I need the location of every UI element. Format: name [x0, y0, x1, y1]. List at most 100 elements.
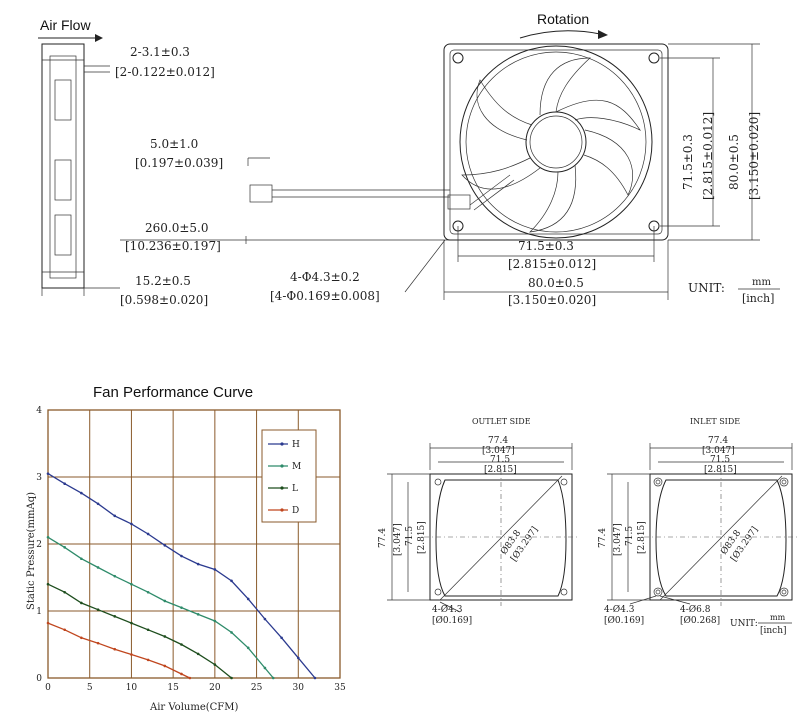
svg-text:[2.815]: [2.815]: [637, 521, 647, 554]
outlet-title: OUTLET SIDE: [472, 417, 531, 426]
svg-text:[2.815]: [2.815]: [417, 521, 427, 554]
x-tick-label: 35: [334, 683, 346, 693]
svg-text:71.5: 71.5: [625, 526, 635, 546]
series-point-H: [163, 544, 167, 547]
svg-text:77.4: 77.4: [598, 528, 608, 548]
svg-text:[0.197±0.039]: [0.197±0.039]: [135, 156, 223, 170]
svg-text:[3.047]: [3.047]: [613, 523, 623, 556]
inlet-title: INLET SIDE: [690, 417, 740, 426]
chart-series: [46, 472, 317, 680]
svg-text:71.5: 71.5: [405, 526, 415, 546]
series-point-H: [296, 656, 300, 660]
svg-text:4-Ø4.3: 4-Ø4.3: [604, 604, 635, 615]
series-point-H: [113, 514, 117, 518]
series-point-D: [46, 621, 50, 625]
legend-label-H: H: [292, 440, 300, 450]
outlet-side-view: OUTLET SIDE 77.4 [3.047] 71.5 [2.815] Ø8…: [378, 417, 578, 626]
svg-text:2-3.1±0.3: 2-3.1±0.3: [130, 45, 190, 59]
x-tick-label: 25: [251, 683, 263, 693]
x-tick-label: 20: [209, 683, 221, 693]
series-point-L: [213, 663, 217, 666]
series-point-H: [196, 562, 200, 566]
legend-marker-L: [280, 486, 284, 490]
svg-text:[10.236±0.197]: [10.236±0.197]: [125, 239, 221, 253]
svg-text:UNIT:: UNIT:: [688, 281, 725, 295]
svg-text:71.5: 71.5: [490, 455, 510, 465]
series-point-D: [180, 672, 183, 676]
svg-text:[2.815±0.012]: [2.815±0.012]: [508, 257, 596, 271]
x-tick-label: 10: [126, 683, 138, 693]
series-point-M: [271, 676, 275, 680]
legend-box: [261, 429, 317, 523]
series-point-M: [180, 606, 183, 609]
x-tick-label: 0: [45, 683, 51, 693]
legend-label-D: D: [292, 506, 299, 516]
chart-grid: [47, 409, 341, 679]
series-point-H: [180, 554, 183, 558]
y-tick-label: 4: [36, 406, 42, 416]
series-point-M: [113, 574, 117, 578]
series-point-L: [146, 628, 150, 632]
series-point-M: [163, 599, 167, 603]
x-tick-label: 5: [87, 683, 93, 693]
dim-d6: 71.5±0.3 [2.815±0.012]: [457, 226, 655, 271]
series-point-D: [96, 641, 100, 645]
series-point-H: [130, 522, 133, 526]
dim-d7: 80.0±0.5 [3.150±0.020]: [443, 240, 669, 307]
series-point-H: [263, 617, 267, 621]
series-point-M: [96, 566, 100, 569]
svg-text:15.2±0.5: 15.2±0.5: [135, 274, 191, 288]
series-point-H: [46, 472, 50, 475]
svg-text:[3.047]: [3.047]: [393, 523, 403, 556]
series-point-D: [163, 664, 167, 668]
svg-text:4-Ø6.8: 4-Ø6.8: [680, 604, 711, 615]
svg-text:[3.047]: [3.047]: [702, 446, 735, 456]
series-point-D: [130, 653, 133, 656]
svg-text:[4-Φ0.169±0.008]: [4-Φ0.169±0.008]: [270, 289, 380, 303]
svg-text:mm: mm: [770, 613, 786, 622]
fan-front-view: Rotation: [443, 11, 669, 241]
series-point-L: [163, 635, 167, 638]
series-point-M: [130, 582, 133, 586]
svg-text:[3.150±0.020]: [3.150±0.020]: [508, 293, 596, 307]
series-point-L: [230, 676, 233, 680]
svg-text:[Ø0.268]: [Ø0.268]: [680, 615, 720, 626]
chart-xlabel: Air Volume(CFM): [149, 702, 238, 713]
series-point-L: [113, 615, 117, 618]
dim-d5: 4-Φ4.3±0.2 [4-Φ0.169±0.008]: [270, 270, 380, 303]
airflow-arrow-icon: [95, 34, 103, 42]
legend-label-M: M: [292, 462, 301, 472]
series-point-H: [80, 491, 83, 495]
series-point-M: [263, 666, 267, 670]
svg-text:260.0±5.0: 260.0±5.0: [145, 221, 209, 235]
svg-text:[2.815]: [2.815]: [704, 465, 737, 475]
svg-text:[3.047]: [3.047]: [482, 446, 515, 456]
series-point-H: [63, 482, 66, 486]
series-point-M: [46, 536, 50, 539]
series-point-M: [213, 619, 217, 623]
series-point-M: [63, 546, 66, 549]
side-view: Air Flow: [38, 17, 120, 296]
series-point-D: [80, 636, 83, 640]
series-point-L: [96, 608, 100, 611]
svg-text:71.5±0.3: 71.5±0.3: [681, 134, 695, 190]
svg-text:mm: mm: [752, 277, 771, 288]
svg-text:77.4: 77.4: [708, 436, 728, 446]
svg-text:[inch]: [inch]: [760, 626, 787, 636]
series-point-M: [246, 646, 250, 650]
rotation-arrow-icon: [598, 30, 608, 39]
svg-text:[0.598±0.020]: [0.598±0.020]: [120, 293, 208, 307]
svg-text:4-Φ4.3±0.2: 4-Φ4.3±0.2: [290, 270, 360, 284]
svg-text:4-Ø4.3: 4-Ø4.3: [432, 604, 463, 615]
series-point-M: [146, 590, 150, 594]
series-point-D: [146, 658, 150, 662]
svg-text:[2-0.122±0.012]: [2-0.122±0.012]: [115, 65, 215, 79]
y-tick-label: 3: [36, 473, 42, 483]
series-point-H: [280, 636, 283, 640]
dim-v1: 71.5±0.3 [2.815±0.012]: [660, 57, 720, 227]
legend-marker-M: [280, 464, 284, 468]
y-tick-label: 0: [36, 674, 42, 684]
